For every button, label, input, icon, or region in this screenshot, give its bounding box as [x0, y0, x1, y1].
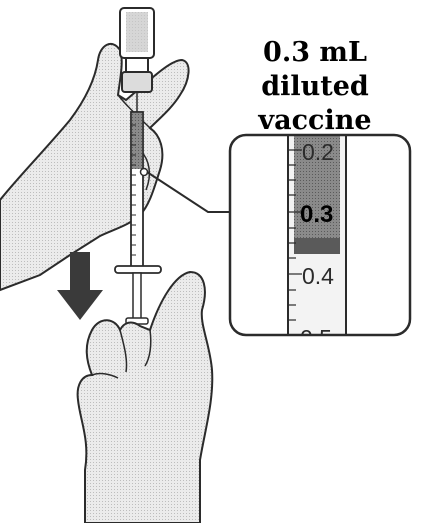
upper-hand: [0, 44, 189, 290]
zoom-detail-box: 0.2 0.3 0.4 0.5: [230, 120, 410, 351]
down-arrow-icon: [57, 252, 103, 320]
tick-label-0-3: 0.3: [300, 201, 333, 228]
vaccine-vial: [120, 8, 154, 92]
dose-title-line2: vaccine: [205, 104, 425, 138]
tick-label-0-4: 0.4: [302, 263, 334, 289]
lower-hand: [78, 272, 213, 523]
dose-title: 0.3 mL diluted vaccine: [205, 36, 425, 138]
dose-title-line1: 0.3 mL diluted: [205, 36, 425, 104]
svg-text:0.5: 0.5: [300, 325, 332, 351]
tick-label-0-2: 0.2: [302, 139, 334, 165]
